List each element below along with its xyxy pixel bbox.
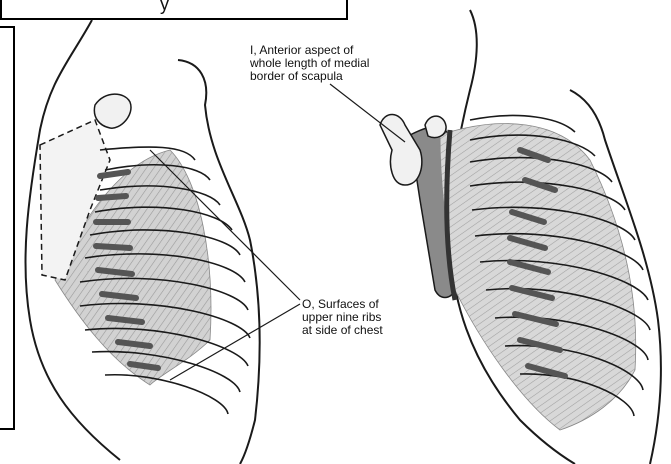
left-clavicle xyxy=(94,94,131,128)
right-serratus-muscle xyxy=(440,124,636,430)
title-fragment: y xyxy=(160,0,169,15)
origin-label: O, Surfaces of upper nine ribs at side o… xyxy=(302,298,442,337)
right-acromion xyxy=(425,116,446,137)
origin-line-3: at side of chest xyxy=(302,324,442,337)
insertion-label: I, Anterior aspect of whole length of me… xyxy=(250,44,430,83)
right-coracoid xyxy=(380,114,422,185)
insertion-line-3: border of scapula xyxy=(250,70,430,83)
left-figure xyxy=(25,20,259,464)
